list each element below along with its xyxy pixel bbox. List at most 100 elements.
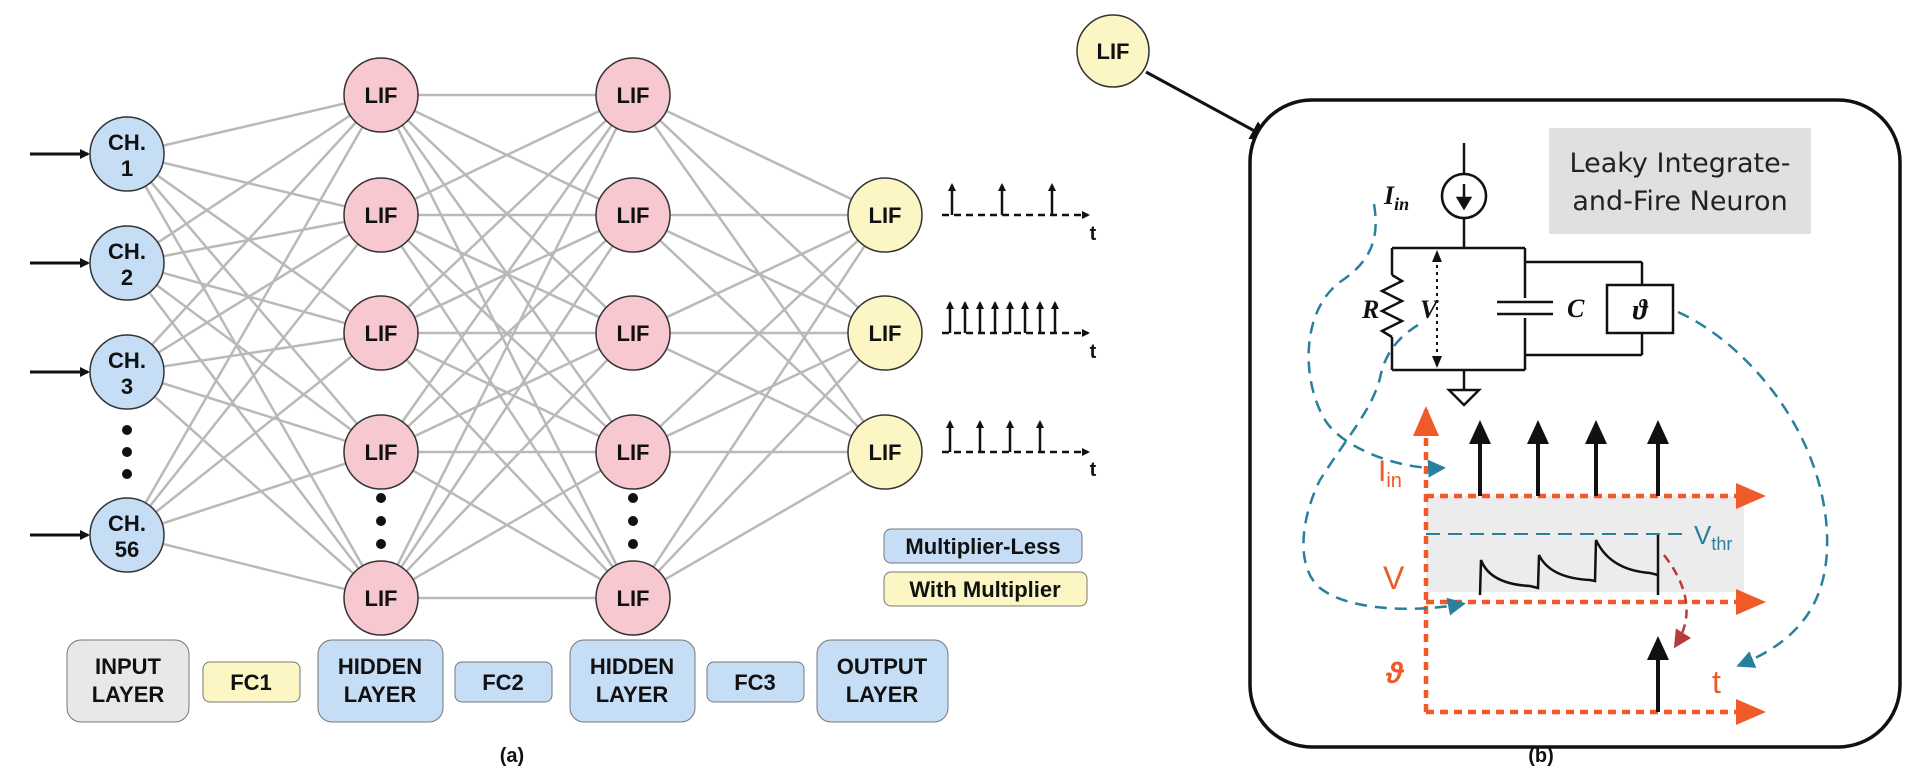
- layer-box-fc2-label: FC2: [482, 670, 524, 695]
- connection-edge: [401, 124, 613, 423]
- connection-edge: [400, 245, 614, 568]
- lif-neuron-label: LIF: [365, 440, 398, 465]
- connection-edge: [162, 161, 346, 208]
- output-spike-trains: [942, 183, 1090, 456]
- lif-neuron: LIF: [847, 295, 923, 371]
- legend-multiplier-less: Multiplier-Less: [883, 528, 1083, 564]
- lif-neuron: LIF: [847, 414, 923, 490]
- connection-edge: [162, 102, 346, 147]
- lif-neuron: LIF: [343, 57, 419, 133]
- input-ellipsis: [122, 425, 132, 479]
- hidden2-ellipsis: [628, 493, 638, 549]
- connection-edge: [405, 358, 609, 573]
- lif-neuron: LIF: [595, 295, 671, 371]
- time-axis-label-1: t: [1090, 223, 1097, 245]
- lif-neuron-panel: LIF Leaky Integrate- and-Fire Neuron: [1076, 14, 1902, 766]
- lif-neuron-label: LIF: [617, 586, 650, 611]
- fully-connected-edges: [144, 93, 866, 600]
- connection-edge: [163, 220, 345, 258]
- connection-edge: [162, 542, 346, 591]
- resistor-icon: [1379, 273, 1405, 339]
- lif-neuron: LIF: [343, 177, 419, 253]
- output-layer-neurons: LIF LIF LIF: [847, 177, 923, 490]
- lif-neuron-label: LIF: [365, 83, 398, 108]
- ch1-line2: 1: [121, 156, 133, 181]
- connection-edge: [153, 395, 355, 575]
- channel-label: CH.56: [108, 511, 146, 562]
- connection-edge: [156, 174, 352, 313]
- threshold-block: [1605, 283, 1675, 335]
- lif-circuit: [1379, 143, 1675, 407]
- layer-box-output: OUTPUT LAYER: [816, 639, 949, 723]
- connection-edge: [657, 358, 861, 573]
- connection-edge: [664, 469, 854, 581]
- connection-edge: [407, 119, 607, 309]
- lif-neuron-label: LIF: [617, 321, 650, 346]
- channel-label: CH.2: [108, 239, 146, 290]
- layer-box-fc1-label: FC1: [230, 670, 272, 695]
- lif-neuron: LIF: [595, 414, 671, 490]
- legend-multiplier-less-label: Multiplier-Less: [905, 534, 1060, 559]
- channel-label: CH.1: [108, 130, 146, 181]
- layer-box-output-line2: LAYER: [846, 682, 919, 707]
- lif-neuron: LIF: [847, 177, 923, 253]
- integration-region: [1426, 496, 1744, 592]
- connection-edge: [155, 284, 353, 431]
- connection-edge: [652, 245, 866, 568]
- connection-edge: [157, 114, 351, 244]
- input-channel-2: CH.2: [89, 225, 165, 301]
- connection-edge: [665, 347, 853, 438]
- connection-edge: [665, 109, 853, 201]
- input-channel-3: CH.3: [89, 334, 165, 410]
- reset-arrow: [1663, 554, 1692, 649]
- callout-arrow: [1145, 70, 1271, 140]
- ground-icon: [1445, 388, 1483, 407]
- lif-callout-label: LIF: [1097, 39, 1130, 64]
- caption-a: (a): [500, 745, 524, 766]
- input-arrows: [30, 149, 90, 540]
- connection-edge: [412, 469, 602, 581]
- membrane-voltage-trace: [1478, 535, 1660, 596]
- layer-box-hidden2-line2: LAYER: [596, 682, 669, 707]
- circuit-threshold-symbol: ϑ: [1633, 295, 1649, 326]
- lif-neuron-label: LIF: [617, 440, 650, 465]
- layer-box-fc1: FC1: [202, 661, 301, 703]
- lif-neuron-label: LIF: [617, 83, 650, 108]
- layer-box-fc2: FC2: [454, 661, 553, 703]
- connection-edge: [151, 121, 357, 346]
- lif-neuron: LIF: [595, 177, 671, 253]
- lif-neuron-label: LIF: [869, 440, 902, 465]
- plot-time-label: t: [1712, 664, 1721, 700]
- lif-title-box: Leaky Integrate- and-Fire Neuron: [1549, 128, 1811, 234]
- time-axis-label-3: t: [1090, 459, 1097, 481]
- connection-edge: [155, 355, 353, 513]
- connection-edge: [148, 291, 360, 570]
- layer-box-fc3-label: FC3: [734, 670, 776, 695]
- time-axis-label-2: t: [1090, 341, 1097, 363]
- plot-threshold-label: ϑ: [1385, 657, 1405, 690]
- input-channel-1: CH.1: [89, 116, 165, 192]
- connection-edge: [161, 381, 347, 443]
- connection-edge: [149, 243, 359, 507]
- layer-box-hidden-2: HIDDEN LAYER: [569, 639, 696, 723]
- layer-box-hidden-1: HIDDEN LAYER: [317, 639, 444, 723]
- layer-box-hidden2-line1: HIDDEN: [590, 654, 674, 679]
- hidden-layer-2-neurons: LIF LIF LIF LIF LIF: [595, 57, 671, 636]
- layer-box-input-line2: LAYER: [92, 682, 165, 707]
- lif-neuron-label: LIF: [869, 203, 902, 228]
- connection-edge: [150, 181, 358, 425]
- layer-box-fc3: FC3: [706, 661, 805, 703]
- circuit-resistor-label: R: [1361, 295, 1379, 324]
- layer-box-hidden1-line2: LAYER: [344, 682, 417, 707]
- connection-edge: [413, 347, 601, 438]
- lif-title-line2: and-Fire Neuron: [1572, 186, 1787, 217]
- circuit-capacitor-label: C: [1567, 294, 1585, 323]
- current-signal-path: [1307, 203, 1446, 478]
- output-spike-arrow: [1647, 636, 1669, 712]
- lif-neuron: LIF: [343, 295, 419, 371]
- lif-neuron-label: LIF: [365, 203, 398, 228]
- ch1-line1: CH.: [108, 130, 146, 155]
